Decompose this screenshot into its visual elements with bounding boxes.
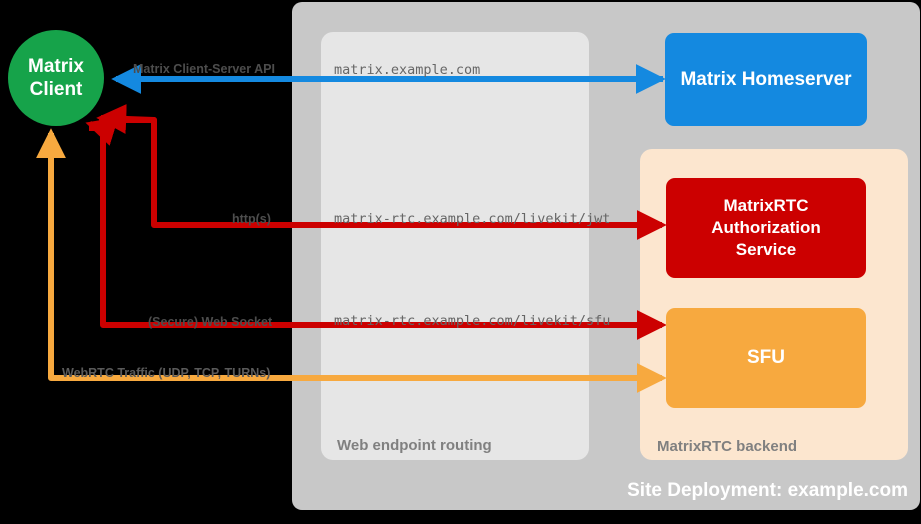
node-matrix-homeserver[interactable]: Matrix Homeserver: [665, 33, 867, 126]
web-endpoint-routing-panel: [321, 32, 589, 460]
edge-label-https: http(s): [232, 212, 271, 226]
arrow-auth-service-to-client: [96, 103, 157, 160]
edge-label-web-socket: (Secure) Web Socket: [148, 315, 273, 329]
matrix-client-label-line2: Client: [29, 79, 83, 100]
endpoint-livekit-jwt: matrix-rtc.example.com/livekit/jwt: [334, 211, 611, 227]
matrix-homeserver-label: Matrix Homeserver: [680, 68, 852, 90]
auth-service-label-line2: Authorization: [711, 218, 821, 237]
arrow-sfu-to-client: [85, 117, 119, 170]
matrixrtc-backend-label: MatrixRTC backend: [657, 438, 798, 455]
edge-label-webrtc-traffic: WebRTC Traffic (UDP, TCP, TURNs): [62, 366, 271, 380]
node-sfu[interactable]: SFU: [666, 308, 866, 408]
endpoint-matrix-example-com: matrix.example.com: [334, 62, 481, 78]
web-endpoint-routing-label: Web endpoint routing: [337, 437, 492, 454]
auth-service-label-line3: Service: [735, 240, 797, 259]
edge-label-client-server-api: Matrix Client-Server API: [133, 62, 275, 76]
endpoint-livekit-sfu: matrix-rtc.example.com/livekit/sfu: [334, 313, 611, 329]
matrix-client-label-line1: Matrix: [28, 56, 84, 77]
sfu-label: SFU: [747, 347, 785, 368]
node-matrix-client[interactable]: Matrix Client: [8, 30, 104, 126]
auth-service-label-line1: MatrixRTC: [723, 196, 809, 215]
site-deployment-title: Site Deployment: example.com: [627, 480, 908, 501]
node-matrixrtc-authorization-service[interactable]: MatrixRTC Authorization Service: [666, 178, 866, 278]
